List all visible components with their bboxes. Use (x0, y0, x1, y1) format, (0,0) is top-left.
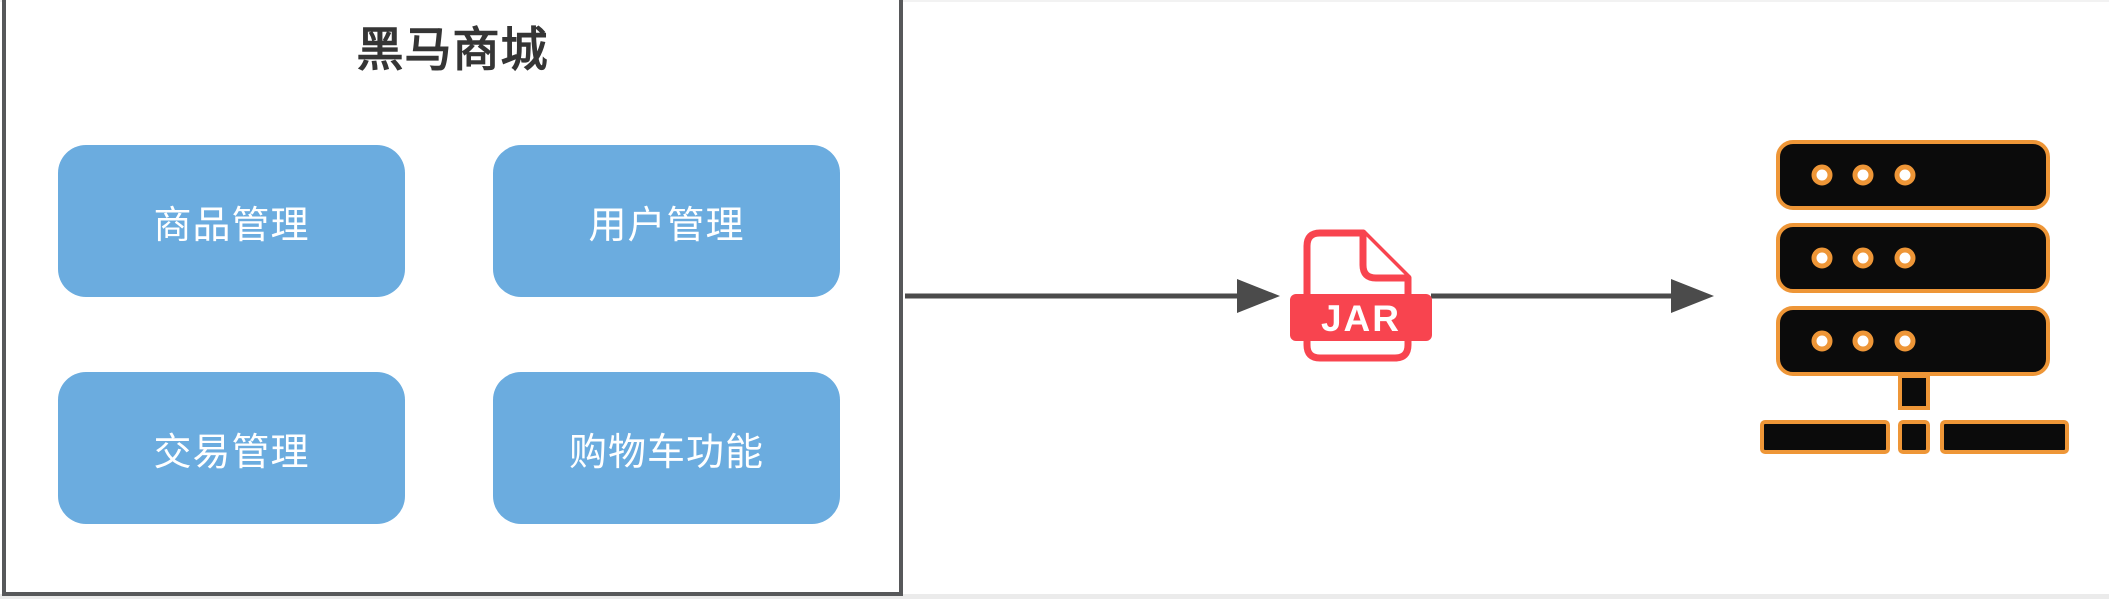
module-label: 购物车功能 (568, 431, 764, 474)
module-label: 交易管理 (153, 431, 310, 474)
module-shopping-cart: 购物车功能 (493, 372, 840, 524)
module-trade-management: 交易管理 (58, 372, 405, 524)
arrow-appbox-to-jar-icon (905, 279, 1280, 313)
module-label: 用户管理 (588, 204, 745, 247)
jar-file-icon: JAR (1290, 229, 1432, 362)
module-product-management: 商品管理 (58, 145, 405, 297)
screen-bottom-edge (0, 594, 2109, 599)
arrow-jar-to-server-icon (1431, 279, 1714, 313)
module-label: 商品管理 (153, 204, 310, 247)
screen-top-edge (0, 0, 2109, 2)
server-icon (1760, 140, 2069, 454)
module-user-management: 用户管理 (493, 145, 840, 297)
app-box-title: 黑马商城 (356, 23, 549, 76)
jar-label: JAR (1321, 298, 1401, 339)
